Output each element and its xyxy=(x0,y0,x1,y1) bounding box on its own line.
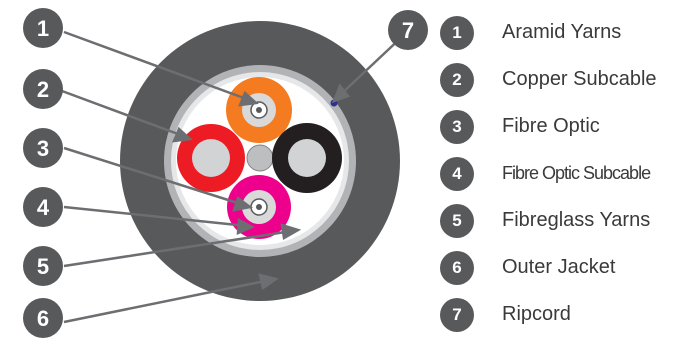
legend-item-fibreglass-yarns: 5 Fibreglass Yarns xyxy=(440,197,680,244)
legend-item-copper-subcable: 2 Copper Subcable xyxy=(440,56,680,103)
legend-badge: 4 xyxy=(440,156,474,191)
legend-label: Fibre Optic xyxy=(502,115,600,137)
legend-label: Fibre Optic Subcable xyxy=(502,163,651,183)
callout-number-6: 6 xyxy=(37,306,49,331)
callout-badge-1: 1 xyxy=(23,8,63,48)
legend-badge: 6 xyxy=(440,250,474,285)
legend-item-ripcord: 7 Ripcord xyxy=(440,291,680,338)
leader-lines xyxy=(61,30,407,324)
legend-badge: 7 xyxy=(440,297,474,332)
callout-number-2: 2 xyxy=(37,77,49,102)
callout-badge-7: 7 xyxy=(388,10,428,50)
callout-badge-3: 3 xyxy=(23,128,63,168)
legend: 1 Aramid Yarns 2 Copper Subcable 3 Fibre… xyxy=(440,9,680,338)
callout-number-5: 5 xyxy=(37,254,49,279)
black-subcable xyxy=(272,123,342,193)
central-member xyxy=(246,144,274,172)
legend-badge: 1 xyxy=(440,15,474,50)
callout-badge-6: 6 xyxy=(23,298,63,338)
callout-number-3: 3 xyxy=(37,136,49,161)
legend-item-fibre-optic-subcable: 4 Fibre Optic Subcable xyxy=(440,150,680,197)
legend-badge: 3 xyxy=(440,109,474,144)
legend-label: Fibreglass Yarns xyxy=(502,209,651,231)
legend-item-aramid-yarns: 1 Aramid Yarns xyxy=(440,9,680,56)
legend-label: Ripcord xyxy=(502,303,571,325)
callout-number-1: 1 xyxy=(37,16,49,41)
callout-badge-4: 4 xyxy=(23,187,63,227)
legend-label: Outer Jacket xyxy=(502,256,616,278)
orange-subcable xyxy=(226,77,292,143)
callout-number-4: 4 xyxy=(37,195,50,220)
callout-badge-2: 2 xyxy=(23,69,63,109)
red-subcable xyxy=(177,124,245,192)
callout-badge-5: 5 xyxy=(23,246,63,286)
legend-badge: 2 xyxy=(440,62,474,97)
legend-label: Copper Subcable xyxy=(502,68,657,90)
legend-item-outer-jacket: 6 Outer Jacket xyxy=(440,244,680,291)
legend-label: Aramid Yarns xyxy=(502,21,622,43)
legend-badge: 5 xyxy=(440,203,474,238)
legend-item-fibre-optic: 3 Fibre Optic xyxy=(440,103,680,150)
callout-number-7: 7 xyxy=(402,18,414,43)
